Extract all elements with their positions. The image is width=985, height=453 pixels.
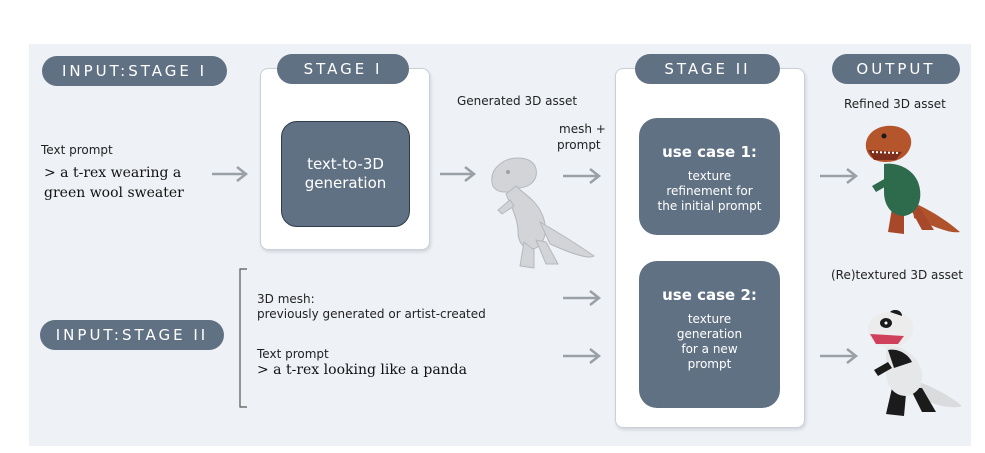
generated-asset-caption: Generated 3D asset (457, 94, 578, 108)
arrow-input-to-stage1 (212, 166, 249, 182)
retextured-asset-caption: (Re)textured 3D asset (831, 268, 963, 282)
stage1-label: STAGE I (277, 54, 409, 84)
stage2-prompt: > a t-rex looking like a panda (257, 362, 467, 378)
input-stage2-label: INPUT:STAGE II (40, 320, 224, 350)
text-to-3d-line2: generation (304, 174, 387, 192)
stage1-prompt-line1: > a t-rex wearing a (44, 165, 182, 181)
input-stage1-label: INPUT:STAGE I (42, 56, 227, 86)
output-label: OUTPUT (832, 54, 960, 84)
stage1-prompt-line2: green wool sweater (44, 185, 184, 201)
input-bracket (239, 268, 247, 408)
mesh-prompt-line1: mesh + (559, 122, 606, 136)
text-to-3d-line1: text-to-3D (307, 155, 384, 173)
refined-trex-image (865, 125, 960, 234)
stage2-mesh-heading: 3D mesh: (257, 292, 315, 306)
use-case-2-desc-line1: texture (687, 312, 732, 326)
arrow-use-case2-to-output (820, 348, 859, 364)
stage2-prompt-heading: Text prompt (257, 347, 329, 361)
use-case-2-desc-line2: generation (676, 327, 743, 341)
use-case-1-box: use case 1: texture refinement for the i… (639, 118, 780, 235)
arrow-stage1-to-asset (440, 166, 477, 182)
mesh-prompt-line2: prompt (557, 138, 601, 152)
use-case-1-desc-line2: refinement for (666, 184, 753, 198)
use-case-2-desc-line4: prompt (687, 357, 732, 371)
panda-trex-image (867, 310, 962, 416)
use-case-2-box: use case 2: texture generation for a new… (639, 261, 780, 408)
arrow-prompt-to-use-case2 (563, 348, 602, 364)
arrow-asset-to-use-case1 (563, 168, 602, 184)
diagram-canvas (29, 44, 971, 446)
use-case-2-title: use case 2: (662, 286, 757, 304)
stage2-mesh-desc: previously generated or artist-created (257, 307, 486, 321)
use-case-1-desc-line1: texture (687, 169, 732, 183)
arrow-mesh-to-use-case2 (563, 290, 602, 306)
use-case-2-desc: texture generation for a new prompt (639, 312, 780, 372)
arrow-use-case1-to-output (820, 168, 859, 184)
use-case-2-desc-line3: for a new (681, 342, 738, 356)
grey-trex-mesh-image (491, 157, 595, 269)
use-case-1-title: use case 1: (662, 143, 757, 161)
use-case-1-desc-line3: the initial prompt (657, 199, 762, 213)
text-to-3d-box: text-to-3D generation (281, 121, 410, 227)
use-case-1-desc: texture refinement for the initial promp… (639, 169, 780, 214)
stage1-prompt-heading: Text prompt (41, 143, 113, 157)
refined-asset-caption: Refined 3D asset (844, 97, 946, 111)
stage2-label: STAGE II (635, 54, 780, 84)
